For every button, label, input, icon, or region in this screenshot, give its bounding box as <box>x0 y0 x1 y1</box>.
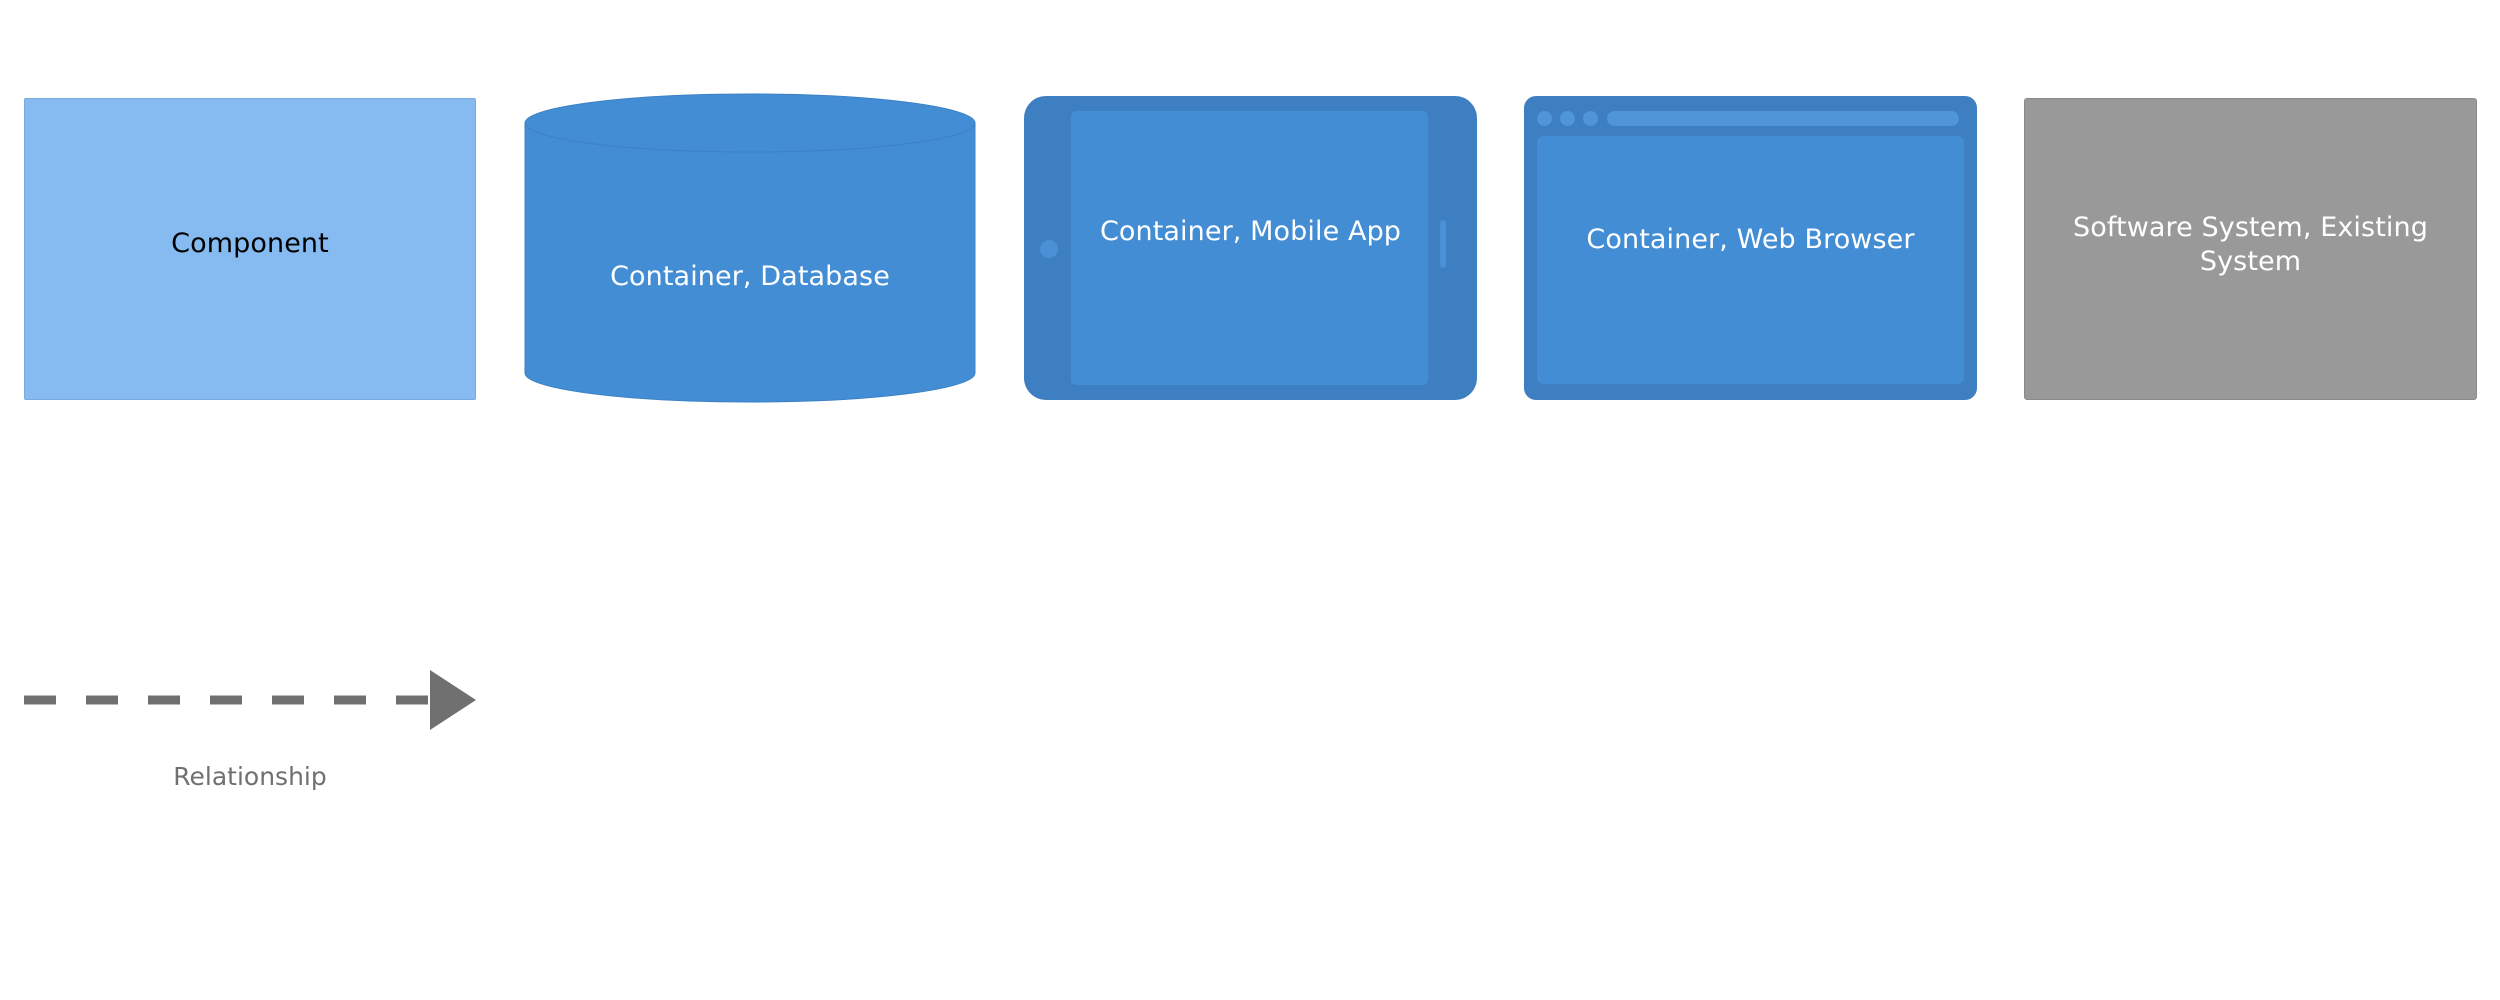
legend-item-component[interactable]: Component <box>24 98 476 400</box>
browser-maximize-dot-icon <box>1583 111 1598 126</box>
existing-software-system-label: Software System, Existing System <box>2073 212 2428 278</box>
browser-close-dot-icon <box>1537 111 1552 126</box>
mobile-home-button-icon <box>1040 240 1058 258</box>
legend-item-container-mobile-app[interactable]: Container, Mobile App <box>1024 96 1477 400</box>
legend-item-container-web-browser[interactable]: Container, Web Browser <box>1524 96 1977 400</box>
relationship-label: Relationship <box>173 762 327 791</box>
legend-item-container-database[interactable]: Container, Database <box>524 92 976 404</box>
dashed-arrow-icon <box>24 670 476 730</box>
browser-url-bar <box>1607 111 1959 126</box>
legend-item-existing-software-system[interactable]: Software System, Existing System <box>2024 98 2477 400</box>
browser-minimize-dot-icon <box>1560 111 1575 126</box>
cylinder-icon <box>524 93 976 403</box>
mobile-side-button-icon <box>1440 220 1446 268</box>
legend-item-relationship[interactable]: Relationship <box>0 650 520 840</box>
mobile-screen <box>1071 111 1428 385</box>
component-label: Component <box>171 228 329 259</box>
browser-title-bar <box>1524 96 1977 140</box>
browser-content-area <box>1537 136 1964 384</box>
